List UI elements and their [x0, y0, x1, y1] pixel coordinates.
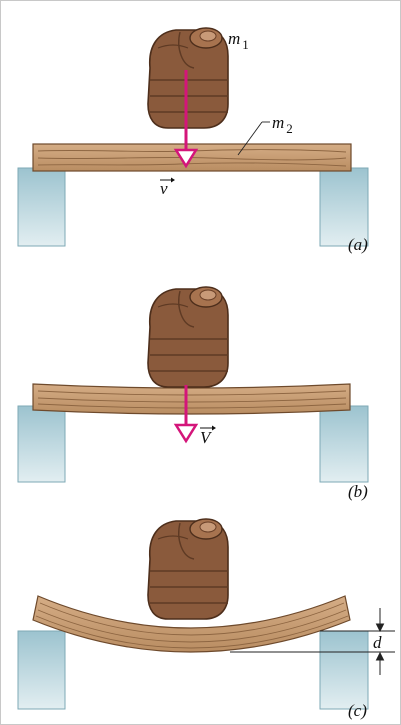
plank-grain [37, 390, 347, 409]
deflection-arrows [375, 608, 385, 675]
fist-icon [147, 286, 229, 388]
left-support [17, 405, 66, 483]
velocity-arrow-icon [173, 385, 199, 444]
panel-b-label: (b) [348, 482, 368, 501]
plank [32, 595, 351, 653]
svg-text:v: v [160, 179, 168, 198]
velocity-arrow-icon [173, 70, 199, 169]
fist-icon [147, 27, 229, 129]
plank [32, 383, 351, 415]
svg-text:V: V [200, 428, 213, 447]
panel-b: V (b) [17, 286, 369, 501]
fist-icon [147, 518, 229, 620]
left-support [17, 630, 66, 710]
panel-c-label: (c) [348, 701, 367, 720]
plank-grain [35, 602, 349, 649]
right-support [319, 630, 369, 710]
velocity-label-v: v [160, 177, 175, 198]
m2-leader-line [237, 121, 263, 156]
right-support [319, 405, 369, 483]
panel-a-label: (a) [348, 235, 368, 254]
velocity-label-V: V [200, 425, 216, 447]
left-support [17, 167, 66, 247]
deflection-label: d [373, 633, 382, 652]
panel-c: d (c) [17, 518, 395, 720]
